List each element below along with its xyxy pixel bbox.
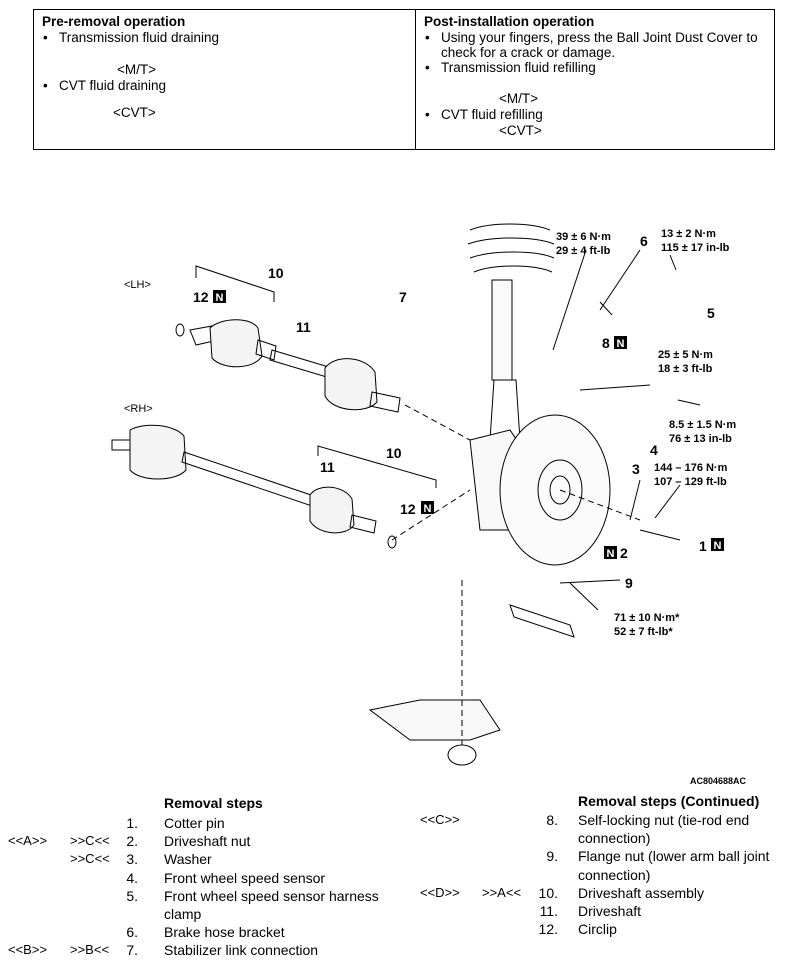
driveshaft-exploded-diagram: <LH> <RH> 10 11 12 N 10 11 12 N 7 6 5 8 … <box>111 223 747 786</box>
new-part-badge: N <box>617 338 625 350</box>
post-installation-item: CVT fluid refilling <CVT> <box>424 107 774 139</box>
part-label-10: 10 <box>386 445 402 461</box>
torque-spec: 107 – 129 ft-lb <box>654 476 727 488</box>
part-label-12: 12 <box>193 289 209 305</box>
knuckle-rotor-drawing <box>469 414 611 566</box>
new-part-badge: N <box>714 540 722 552</box>
removal-steps-continued: Removal steps (Continued) <<C>> 8. Self-… <box>420 792 805 938</box>
list-item: 11. Driveshaft <box>539 902 642 919</box>
list-item: 6. Brake hose bracket <box>126 924 285 941</box>
part-label-9: 9 <box>625 575 633 591</box>
removal-steps-continued-title: Removal steps (Continued) <box>578 793 760 809</box>
part-label-4: 4 <box>650 442 658 458</box>
rh-label: <RH> <box>124 403 153 415</box>
part-label-12: 12 <box>400 501 416 517</box>
part-label-3: 3 <box>632 461 640 477</box>
rh-driveshaft-drawing <box>111 424 397 549</box>
pre-removal-column: Pre-removal operation Transmission fluid… <box>34 10 416 149</box>
lower-arm-drawing <box>368 699 501 766</box>
operations-table: Pre-removal operation Transmission fluid… <box>33 9 775 150</box>
figure-code: AC804688AC <box>690 776 747 786</box>
list-item: 9. Flange nut (lower arm ball joint conn… <box>546 848 770 883</box>
part-label-6: 6 <box>640 233 648 249</box>
torque-spec: 25 ± 5 N·m <box>658 349 713 361</box>
list-item: <<B>> >>B<< 7. Stabilizer link connectio… <box>8 942 319 959</box>
torque-spec: 71 ± 10 N·m* <box>614 612 680 624</box>
torque-spec: 39 ± 6 N·m <box>556 231 611 243</box>
post-installation-item: Using your fingers, press the Ball Joint… <box>424 30 774 60</box>
new-part-badge: N <box>424 503 432 515</box>
torque-spec: 115 ± 17 in-lb <box>661 242 730 254</box>
torque-spec: 52 ± 7 ft-lb* <box>614 626 673 638</box>
part-label-10: 10 <box>268 265 284 281</box>
part-label-7: 7 <box>399 289 407 305</box>
part-label-11: 11 <box>296 319 311 335</box>
torque-spec: 8.5 ± 1.5 N·m <box>669 419 736 431</box>
torque-spec: 144 – 176 N·m <box>654 462 728 474</box>
new-part-badge: N <box>216 292 224 304</box>
list-item: 12. Circlip <box>538 921 617 938</box>
removal-steps-title: Removal steps <box>164 795 263 811</box>
pre-removal-title: Pre-removal operation <box>42 14 186 29</box>
list-item: <<D>> >>A<< 10. Driveshaft assembly <box>420 884 705 901</box>
torque-spec: 29 ± 4 ft-lb <box>556 245 611 257</box>
strut-drawing <box>467 223 555 441</box>
lh-driveshaft-drawing <box>175 319 401 413</box>
post-installation-item: Transmission fluid refilling <M/T> <box>424 60 774 107</box>
pre-removal-item: Transmission fluid draining <M/T> <box>42 30 415 78</box>
removal-steps: Removal steps 1. Cotter pin <<A>> >>C<< … <box>8 794 408 960</box>
list-item: <<A>> >>C<< 2. Driveshaft nut <box>8 833 251 850</box>
list-item: 5. Front wheel speed sensor harness clam… <box>126 887 379 922</box>
part-label-5: 5 <box>707 305 715 321</box>
part-label-11: 11 <box>320 459 335 475</box>
torque-spec: 18 ± 3 ft-lb <box>658 363 713 375</box>
part-label-1: 1 <box>699 538 707 554</box>
list-item: <<C>> 8. Self-locking nut (tie-rod end c… <box>420 812 750 847</box>
post-installation-column: Post-installation operation Using your f… <box>416 10 774 149</box>
new-part-badge: N <box>607 548 615 560</box>
list-item: 1. Cotter pin <box>126 815 225 831</box>
list-item: >>C<< 3. Washer <box>70 851 212 868</box>
list-item: 4. Front wheel speed sensor <box>126 869 326 886</box>
torque-spec: 13 ± 2 N·m <box>661 228 716 240</box>
part-label-2: 2 <box>620 545 628 561</box>
pre-removal-item: CVT fluid draining <CVT> <box>42 78 415 121</box>
part-label-8: 8 <box>602 335 610 351</box>
torque-spec: 76 ± 13 in-lb <box>669 433 732 445</box>
lh-label: <LH> <box>124 279 151 291</box>
post-installation-title: Post-installation operation <box>424 14 595 29</box>
